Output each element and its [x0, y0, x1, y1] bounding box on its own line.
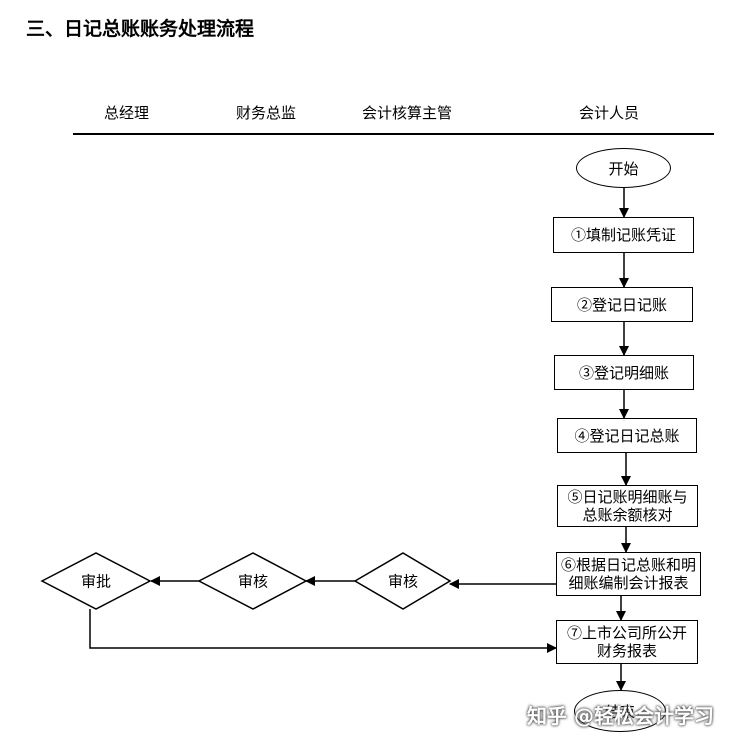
node-review-cfo: 审核: [237, 572, 269, 591]
node-approve-gm: 审批: [80, 572, 112, 591]
node-step1: ①填制记账凭证: [553, 217, 694, 253]
node-step5-line2: 总账余额核对: [582, 506, 673, 524]
node-review-supervisor: 审核: [387, 572, 419, 591]
node-step6-line1: ⑥根据日记总账和明: [560, 556, 696, 574]
node-step6: ⑥根据日记总账和明 细账编制会计报表: [556, 552, 701, 596]
node-step5: ⑤日记账明细账与 总账余额核对: [557, 485, 698, 527]
column-header-general-manager: 总经理: [104, 104, 150, 122]
node-step3: ③登记明细账: [554, 355, 694, 390]
node-step6-line2: 细账编制会计报表: [568, 574, 689, 592]
decision-review-supervisor-shape: [353, 552, 452, 610]
decision-review-cfo-shape: [197, 552, 308, 610]
node-step7: ⑦上市公司所公开 财务报表: [556, 620, 698, 664]
node-start: 开始: [576, 148, 671, 188]
header-divider: [73, 133, 714, 135]
node-end: 结束: [574, 690, 666, 732]
column-header-cfo: 财务总监: [236, 104, 297, 122]
watermark: 知乎 @轻松会计学习: [527, 704, 714, 728]
page-title: 三、日记总账账务处理流程: [26, 18, 255, 40]
node-step4: ④登记日记总账: [557, 418, 697, 453]
column-header-accountant: 会计人员: [579, 104, 640, 122]
arrow-approve-gm-to-step7: [89, 609, 557, 653]
column-header-accounting-supervisor: 会计核算主管: [362, 104, 453, 122]
node-step2: ②登记日记账: [551, 287, 693, 322]
node-step7-line2: 财务报表: [596, 642, 657, 660]
decision-approve-gm-shape: [40, 552, 152, 610]
node-step5-line1: ⑤日记账明细账与: [567, 488, 688, 506]
node-step7-line1: ⑦上市公司所公开: [566, 624, 687, 642]
